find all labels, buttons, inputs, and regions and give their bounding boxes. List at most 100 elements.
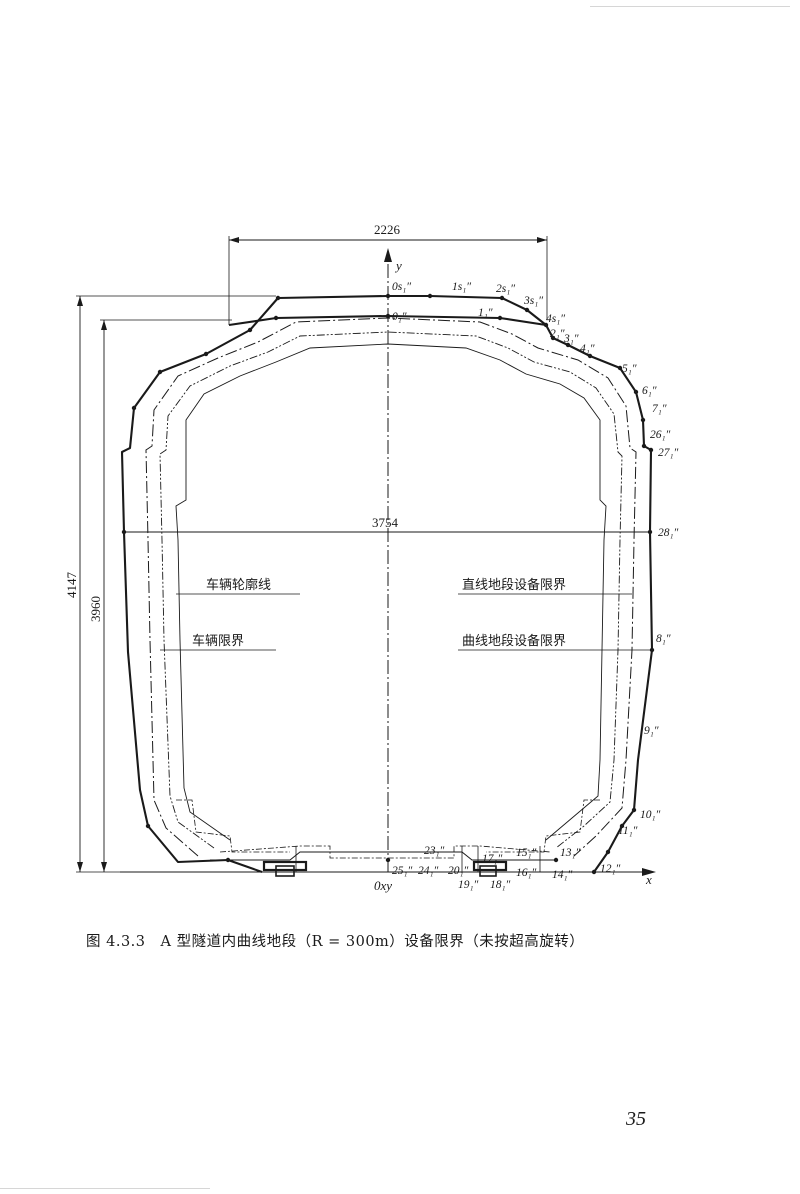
point-label-14: 14₁″ <box>552 869 572 881</box>
point-label-19: 19₁″ <box>458 879 478 891</box>
node-dot <box>203 351 209 357</box>
point-label-27: 27₁″ <box>658 447 678 459</box>
node-dot <box>275 295 281 301</box>
dim-arrow-up-inner-icon <box>101 320 107 330</box>
dim-arrow-down-outer-icon <box>77 862 83 872</box>
node-dot <box>273 315 279 321</box>
point-label-3s: 3s₁″ <box>523 295 543 307</box>
node-dot <box>225 857 231 863</box>
y-axis-label: y <box>394 258 402 273</box>
node-dot <box>157 369 163 375</box>
x-axis-arrow-icon <box>642 868 656 876</box>
gauge-nodes <box>121 293 655 875</box>
origin-label: 0xy <box>374 878 392 893</box>
dim-label-mid-width: 3754 <box>372 515 399 530</box>
node-dot <box>591 869 597 875</box>
node-dot <box>605 849 611 855</box>
node-dot <box>641 443 647 449</box>
point-label-10: 10₁″ <box>640 809 660 821</box>
point-label-23: 23₁″ <box>424 845 444 857</box>
track-bed-line <box>210 851 556 861</box>
curve-equipment-gauge-outline <box>120 294 654 873</box>
point-label-7: 7₁″ <box>652 403 667 415</box>
rail-right <box>472 860 508 872</box>
point-label-20: 20₁″ <box>448 865 468 877</box>
vehicle-gauge-outline <box>159 331 623 849</box>
point-label-12: 12₁″ <box>600 863 620 875</box>
rail-right-foot <box>479 865 497 877</box>
rail-left <box>262 860 308 872</box>
vehicle-side-step-left <box>176 799 290 853</box>
node-dot <box>145 823 151 829</box>
node-dot <box>550 335 556 341</box>
vehicle-profile-outline <box>175 343 607 841</box>
scan-edge-bottom <box>0 1188 210 1189</box>
dim-arrow-left-icon <box>229 237 239 243</box>
point-label-26: 26₁″ <box>650 429 670 441</box>
legend-vehicle-profile: 车辆轮廓线 <box>206 577 271 593</box>
scan-edge-top <box>590 6 790 7</box>
track-bed-dash <box>219 845 551 859</box>
point-label-24: 24₁″ <box>418 865 438 877</box>
node-dot <box>619 823 625 829</box>
point-label-0s: 0s₁″ <box>392 281 411 293</box>
dim-arrow-up-outer-icon <box>77 296 83 306</box>
point-label-11: 11₁″ <box>618 825 638 837</box>
dim-label-height-outer: 4147 <box>64 572 79 599</box>
point-label-28: 28₁″ <box>658 527 678 539</box>
node-dot <box>633 389 639 395</box>
point-label-18: 18₁″ <box>490 879 510 891</box>
point-label-2s: 2s₁″ <box>496 283 515 295</box>
node-dot <box>553 857 559 863</box>
node-dot <box>499 295 505 301</box>
point-label-2: 2₁″ <box>550 328 565 340</box>
point-label-5: 5₁″ <box>622 363 637 375</box>
node-dot <box>647 529 653 535</box>
point-label-1: 1₁″ <box>478 307 493 319</box>
point-label-0: 0₁″ <box>392 311 407 323</box>
point-label-13: 13₁″ <box>560 847 580 859</box>
node-dot <box>131 405 137 411</box>
vehicle-side-step-right <box>486 799 600 853</box>
legend-straight-gauge: 直线地段设备限界 <box>462 577 566 593</box>
legend-vehicle-gauge: 车辆限界 <box>192 633 244 649</box>
node-dot <box>385 857 391 863</box>
node-dot <box>385 293 391 299</box>
dim-arrow-right-icon <box>537 237 547 243</box>
point-label-4: 4₁″ <box>580 343 595 355</box>
node-dot <box>617 365 623 371</box>
point-label-15: 15₁″ <box>516 847 536 859</box>
x-axis-label: x <box>645 872 652 887</box>
node-dot <box>587 353 593 359</box>
page-number: 35 <box>626 1108 646 1130</box>
legend-curve-gauge: 曲线地段设备限界 <box>462 633 566 649</box>
point-label-6: 6₁″ <box>642 385 657 397</box>
node-dot <box>631 807 637 813</box>
point-label-16: 16₁″ <box>516 867 536 879</box>
point-label-17: 17₁″ <box>482 853 502 865</box>
y-axis-arrow-icon <box>384 248 392 262</box>
node-dot <box>385 313 391 319</box>
point-label-8: 8₁″ <box>656 633 671 645</box>
point-label-25: 25₁″ <box>392 865 412 877</box>
node-dot <box>121 529 127 535</box>
node-dot <box>640 417 646 423</box>
point-label-1s: 1s₁″ <box>452 281 471 293</box>
straight-equipment-gauge-outline <box>145 317 637 857</box>
figure-caption: 图 4.3.3 A 型隧道内曲线地段（R = 300m）设备限界（未按超高旋转） <box>86 934 585 950</box>
node-dot <box>565 342 571 348</box>
node-dot <box>247 327 253 333</box>
dim-label-height-inner: 3960 <box>88 596 103 622</box>
point-label-3: 3₁″ <box>563 333 579 345</box>
node-dot <box>524 307 530 313</box>
node-dot <box>427 293 433 299</box>
dim-label-top-width: 2226 <box>374 222 401 237</box>
node-dot <box>497 315 503 321</box>
point-label-9: 9₁″ <box>644 725 659 737</box>
node-dot <box>543 322 549 328</box>
dim-arrow-down-inner-icon <box>101 862 107 872</box>
node-dot <box>648 447 654 453</box>
point-label-4s: 4s₁″ <box>546 313 565 325</box>
